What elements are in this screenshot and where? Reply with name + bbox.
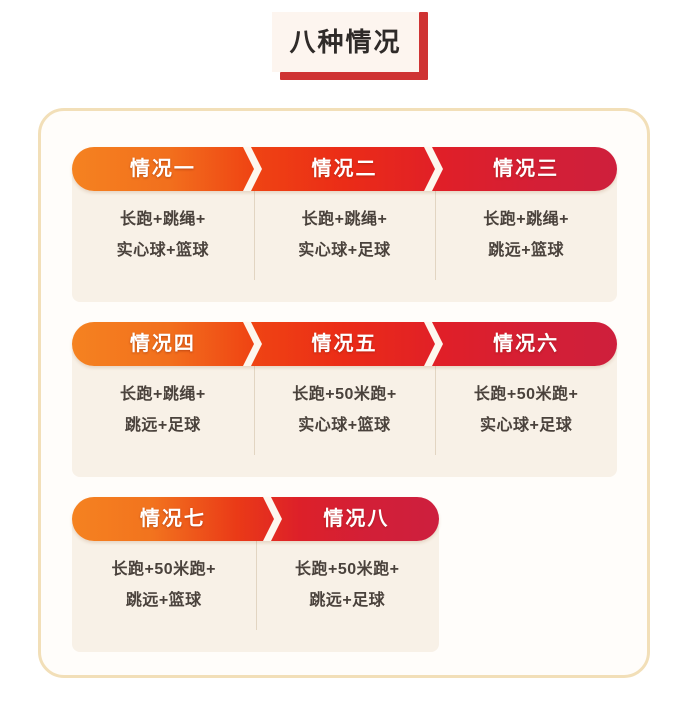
situation-cell-5: 长跑+50米跑+ 实心球+篮球 [253, 344, 436, 477]
banner-segment-label: 情况四 [129, 333, 196, 355]
group-2-panel [72, 344, 617, 477]
group-3-cells: 长跑+50米跑+ 跳远+篮球 长跑+50米跑+ 跳远+足球 [72, 519, 439, 652]
banner-segment-label: 情况五 [311, 333, 378, 355]
banner-segment-situation-4[interactable]: 情况四 [72, 322, 254, 366]
situation-cell-8: 长跑+50米跑+ 跳远+足球 [255, 519, 440, 652]
cell-line-1: 长跑+跳绳+ [119, 211, 206, 229]
situation-cell-2: 长跑+跳绳+ 实心球+足球 [253, 169, 436, 302]
banner-segment-situation-8[interactable]: 情况八 [274, 497, 439, 541]
cell-line-2: 实心球+足球 [479, 416, 573, 434]
title-accent-bar-bottom [280, 72, 428, 80]
situation-cell-4: 长跑+跳绳+ 跳远+足球 [72, 344, 254, 477]
banner-segment-label: 情况六 [493, 333, 560, 355]
group-2-cells: 长跑+跳绳+ 跳远+足球 长跑+50米跑+ 实心球+篮球 长跑+50米跑+ 实心… [72, 344, 617, 477]
cell-line-2: 跳远+篮球 [125, 591, 202, 609]
cell-line-1: 长跑+跳绳+ [119, 386, 206, 404]
banner-segment-situation-2[interactable]: 情况二 [254, 147, 436, 191]
group-3-banner: 情况七 情况八 [72, 497, 439, 541]
banner-segment-label: 情况二 [311, 158, 378, 180]
page-title-badge: 八种情况 [272, 12, 428, 80]
banner-segment-situation-1[interactable]: 情况一 [72, 147, 254, 191]
title-accent-bar-right [419, 12, 428, 76]
cell-line-1: 长跑+50米跑+ [111, 561, 216, 579]
situation-cell-1: 长跑+跳绳+ 实心球+篮球 [72, 169, 254, 302]
cell-line-1: 长跑+50米跑+ [292, 386, 397, 404]
situation-cell-3: 长跑+跳绳+ 跳远+篮球 [435, 169, 617, 302]
banner-segment-situation-5[interactable]: 情况五 [254, 322, 436, 366]
situation-cell-7: 长跑+50米跑+ 跳远+篮球 [72, 519, 256, 652]
page-title: 八种情况 [289, 27, 402, 57]
situation-cell-6: 长跑+50米跑+ 实心球+足球 [435, 344, 617, 477]
cell-line-2: 实心球+篮球 [298, 416, 391, 434]
banner-segment-situation-3[interactable]: 情况三 [435, 147, 617, 191]
banner-segment-label: 情况八 [323, 508, 390, 530]
group-1-cells: 长跑+跳绳+ 实心球+篮球 长跑+跳绳+ 实心球+足球 长跑+跳绳+ 跳远+篮球 [72, 169, 617, 302]
banner-segment-situation-7[interactable]: 情况七 [72, 497, 274, 541]
situation-group-2: 情况四 情况五 情况六 长跑+跳绳+ 跳远+足球 长跑+50米跑+ 实心球+篮 [72, 322, 617, 477]
banner-segment-label: 情况一 [129, 158, 196, 180]
situations-card: 情况一 情况二 情况三 长跑+跳绳+ 实心球+篮球 长跑+跳绳+ 实心球+足球 [38, 108, 650, 678]
cell-line-2: 实心球+足球 [298, 241, 391, 259]
cell-line-1: 长跑+跳绳+ [301, 211, 388, 229]
cell-line-1: 长跑+跳绳+ [483, 211, 569, 229]
situation-group-1: 情况一 情况二 情况三 长跑+跳绳+ 实心球+篮球 长跑+跳绳+ 实心球+足球 [72, 147, 617, 302]
banner-segment-situation-6[interactable]: 情况六 [435, 322, 617, 366]
cell-line-2: 跳远+足球 [309, 591, 386, 609]
banner-segment-label: 情况七 [139, 508, 206, 530]
situation-group-3: 情况七 情况八 长跑+50米跑+ 跳远+篮球 长跑+50米跑+ 跳远+足球 [72, 497, 439, 652]
group-1-banner: 情况一 情况二 情况三 [72, 147, 617, 191]
group-2-banner: 情况四 情况五 情况六 [72, 322, 617, 366]
banner-segment-label: 情况三 [493, 158, 560, 180]
cell-line-2: 跳远+足球 [124, 416, 201, 434]
cell-line-2: 实心球+篮球 [116, 241, 209, 259]
cell-line-2: 跳远+篮球 [488, 241, 565, 259]
cell-line-1: 长跑+50米跑+ [295, 561, 400, 579]
group-1-panel [72, 169, 617, 302]
title-box: 八种情况 [272, 12, 419, 72]
cell-line-1: 长跑+50米跑+ [473, 386, 579, 404]
